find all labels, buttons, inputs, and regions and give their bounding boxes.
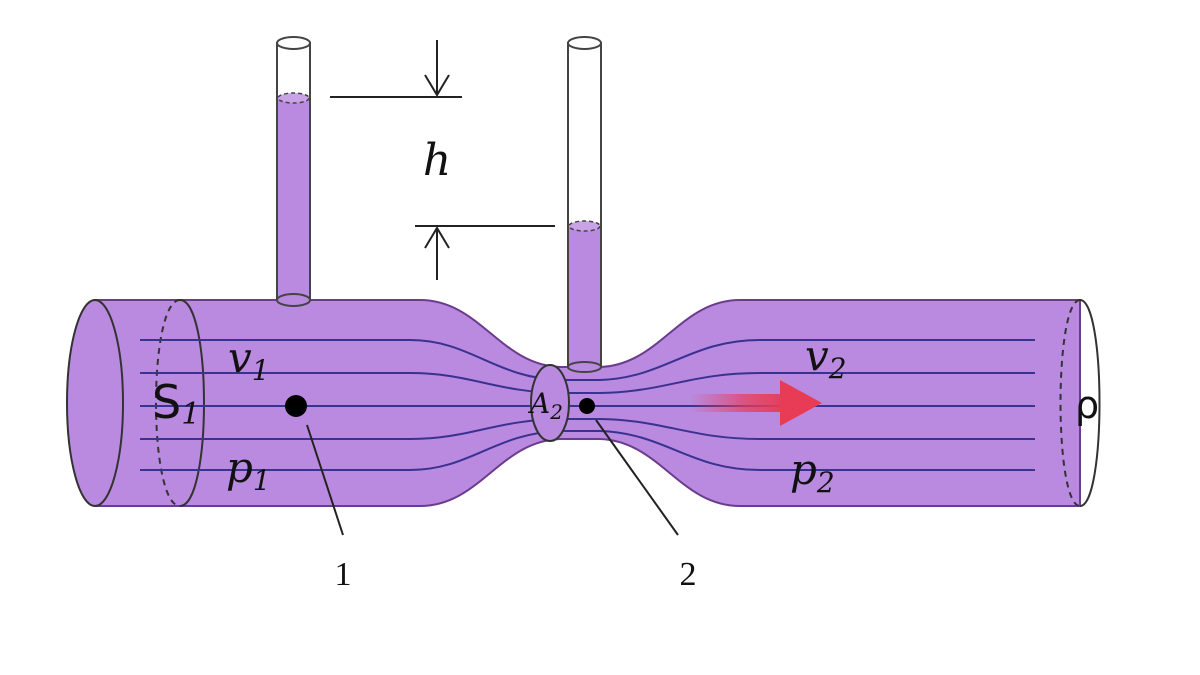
height-label: h [423,135,451,186]
height-dimension [330,40,555,280]
streamline [140,372,1035,394]
leader-line-1 [306,424,344,536]
pipe-right-end [1059,299,1081,507]
pressure-p1-label: p1 [226,443,271,497]
flow-direction-arrow [690,380,822,426]
point-1-dot [285,395,307,417]
fluid-column-1 [278,98,309,298]
area-a2-label: A2 [527,387,563,424]
leader-line-2 [595,419,679,536]
density-label: ρ [1075,383,1099,427]
point-2-label: 2 [680,556,697,593]
velocity-v1-label: v1 [228,333,270,387]
point-2-dot [579,398,595,414]
piezometer-tube-2 [567,36,602,373]
velocity-v2-label: v2 [805,331,847,385]
point-1-label: 1 [335,556,352,593]
cross-section-a2 [530,364,570,442]
cross-section-s1 [155,299,181,507]
pressure-p2-label: p2 [790,445,835,499]
area-s1-label: S1 [152,375,200,432]
streamline [140,418,1035,440]
pipe-left-cap [66,299,124,507]
piezometer-tube-1 [276,36,311,307]
fluid-column-2 [569,226,600,365]
streamline [140,339,1035,381]
streamline [140,430,1035,471]
